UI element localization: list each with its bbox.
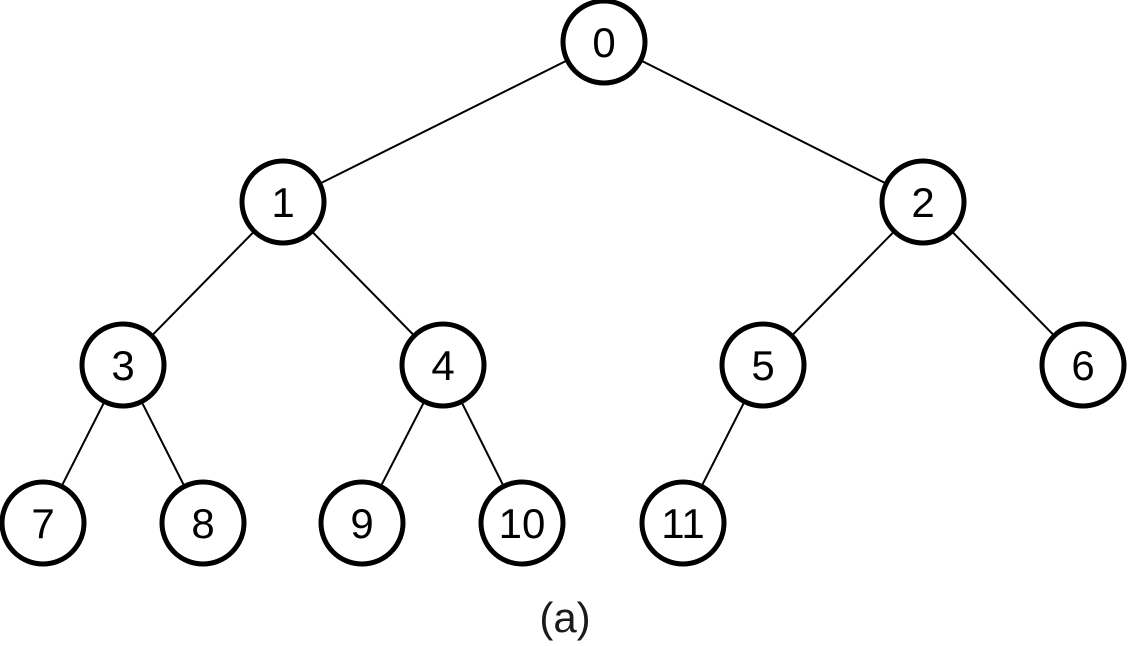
tree-node-label: 1 [271,179,294,226]
tree-node-circle [1039,321,1127,409]
figure-caption: (a) [539,594,590,641]
tree-node-circle [159,479,247,567]
tree-node-8: 8 [159,479,247,567]
tree-edge-0-2 [603,41,924,203]
tree-node-5: 5 [719,321,807,409]
tree-node-circle [399,321,487,409]
tree-edge-0-1 [282,41,605,203]
tree-node-label: 0 [592,19,615,66]
tree-node-9: 9 [318,479,406,567]
tree-node-label: 9 [350,500,373,547]
tree-node-label: 7 [31,500,54,547]
tree-node-label: 10 [499,500,546,547]
tree-node-label: 4 [431,342,454,389]
tree-node-2: 2 [879,158,967,246]
tree-node-label: 3 [111,342,134,389]
tree-node-circle [478,479,566,567]
tree-node-circle [318,479,406,567]
tree-node-circle [879,158,967,246]
tree-node-0: 0 [560,0,648,86]
tree-node-10: 10 [478,479,566,567]
tree-node-3: 3 [79,321,167,409]
tree-nodes-layer: 0 1 2 3 4 5 6 7 8 9 10 11 [0,0,1127,567]
tree-node-label: 2 [911,179,934,226]
tree-node-label: 11 [661,500,705,547]
tree-node-circle [560,0,648,86]
tree-node-1: 1 [239,158,327,246]
tree-node-label: 6 [1071,342,1094,389]
tree-node-label: 8 [191,500,214,547]
tree-node-circle [0,479,87,567]
tree-edges-layer [42,41,1084,524]
tree-node-6: 6 [1039,321,1127,409]
tree-node-circle [79,321,167,409]
tree-node-7: 7 [0,479,87,567]
tree-node-4: 4 [399,321,487,409]
tree-node-circle [639,479,727,567]
tree-node-11: 11 [639,479,727,567]
tree-node-label: 5 [751,342,774,389]
tree-node-circle [239,158,327,246]
tree-node-circle [719,321,807,409]
